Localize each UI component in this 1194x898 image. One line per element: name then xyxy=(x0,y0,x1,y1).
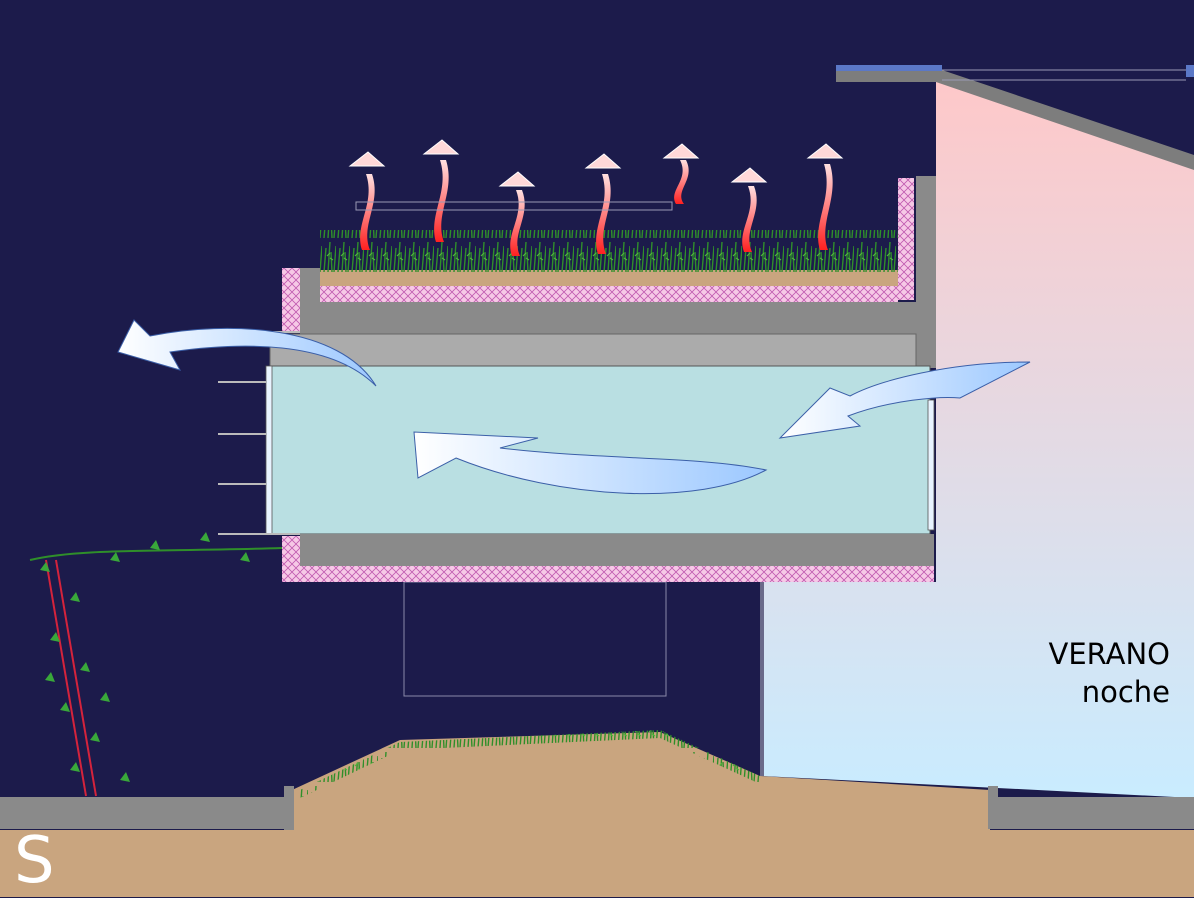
floor-slab xyxy=(300,534,934,566)
roof-slab xyxy=(300,302,916,334)
heat-release-arrow-icon xyxy=(422,139,460,242)
orientation-label: S xyxy=(14,824,55,898)
heat-release-arrow-icon xyxy=(498,171,536,256)
heat-release-arrow-icon xyxy=(348,151,386,250)
heat-release-arrow-icon xyxy=(662,143,700,204)
airflow-arrows xyxy=(117,319,1031,495)
season-label: VERANO xyxy=(1048,637,1171,671)
heat-release-arrows xyxy=(348,139,844,256)
airflow-arrow-icon xyxy=(778,361,1031,439)
heat-release-arrow-icon xyxy=(806,143,844,250)
green-roof-vegetation xyxy=(320,230,898,272)
ground xyxy=(0,732,1194,897)
heat-release-arrow-icon xyxy=(730,167,768,252)
airflow-arrow-icon xyxy=(117,319,377,387)
interior-space xyxy=(269,365,931,535)
adjacent-roof xyxy=(836,70,1194,170)
adjacent-wall xyxy=(762,80,1194,798)
pergola xyxy=(218,331,300,535)
roof-insulation xyxy=(320,286,898,302)
airflow-arrow-icon xyxy=(413,431,768,495)
heat-release-arrow-icon xyxy=(584,153,622,254)
floor-insulation xyxy=(282,566,934,582)
climbing-plant xyxy=(29,532,283,797)
time-of-day-label: noche xyxy=(1081,675,1170,709)
